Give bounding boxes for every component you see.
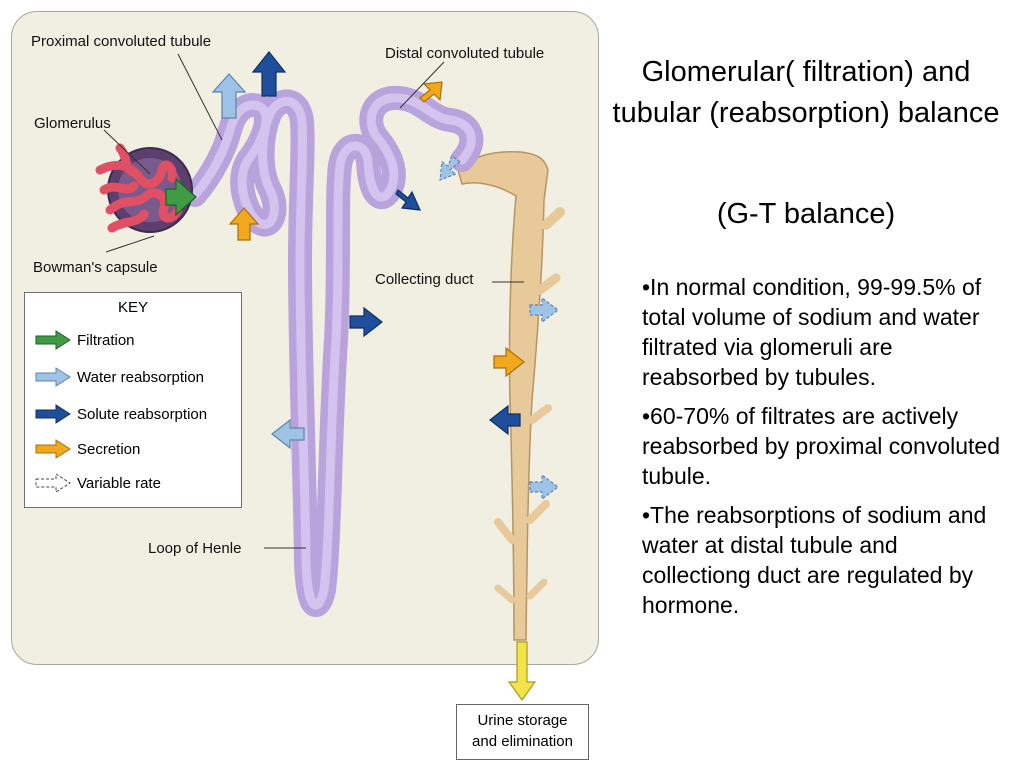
water-reabsorption-arrow-icon [211,73,247,119]
label-bowmans-capsule: Bowman's capsule [33,259,158,276]
key-item-solute-reabsorption: Solute reabsorption [35,401,207,427]
bullet-list: •In normal condition, 99-99.5% of total … [642,272,1012,629]
variable-rate-arrow-icon [439,155,461,181]
key-label: Water reabsorption [77,368,205,386]
solute-reabsorption-arrow-icon [489,404,521,436]
variable-rate-arrow-icon [529,296,559,324]
dashed-arrow-icon [35,473,71,493]
key-item-secretion: Secretion [35,436,140,462]
leader-lines [103,53,524,549]
key-label: Solute reabsorption [77,405,208,423]
label-proximal-convoluted-tubule: Proximal convoluted tubule [31,33,211,50]
bullet-item: •60-70% of filtrates are actively reabso… [642,403,1000,489]
key-label: Secretion [77,440,141,458]
key-label: Variable rate [77,474,161,492]
orange-arrow-icon [35,439,71,459]
urine-box-line2: and elimination [472,733,573,750]
filtration-arrow-icon [165,177,197,217]
label-collecting-duct: Collecting duct [375,271,474,288]
diagram-arrows [165,51,559,702]
green-arrow-icon [35,330,71,350]
water-reabsorption-arrow-icon [271,418,305,450]
solute-reabsorption-arrow-icon [251,51,287,97]
key-legend: KEY Filtration Water reabsorption Solute… [24,292,242,508]
solute-reabsorption-arrow-icon [349,306,383,338]
label-distal-convoluted-tubule: Distal convoluted tubule [385,45,544,62]
key-label: Filtration [77,331,135,349]
slide-title: Glomerular( filtration) and tubular (rea… [612,56,1000,129]
tubule [183,85,484,618]
label-glomerulus: Glomerulus [34,115,111,132]
dark-blue-arrow-icon [35,404,71,424]
key-item-water-reabsorption: Water reabsorption [35,364,204,390]
bullet-item: •The reabsorptions of sodium and water a… [642,502,987,618]
urine-box-line1: Urine storage [477,712,568,729]
key-title: KEY [117,299,148,316]
bullet-item: •In normal condition, 99-99.5% of total … [642,274,982,390]
key-item-filtration: Filtration [35,327,135,353]
variable-rate-arrow-icon [529,473,559,501]
key-item-variable-rate: Variable rate [35,470,161,496]
secretion-arrow-icon [419,81,443,103]
urine-storage-box: Urine storage and elimination [456,704,589,760]
secretion-arrow-icon [228,207,260,241]
light-blue-arrow-icon [35,367,71,387]
solute-reabsorption-arrow-icon [395,189,421,211]
label-loop-of-henle: Loop of Henle [148,540,241,557]
collecting-duct [457,150,565,641]
output-arrow-icon [507,641,537,702]
slide-subtitle: (G-T balance) [716,198,896,230]
glomerulus [95,143,183,233]
secretion-arrow-icon [493,346,525,378]
